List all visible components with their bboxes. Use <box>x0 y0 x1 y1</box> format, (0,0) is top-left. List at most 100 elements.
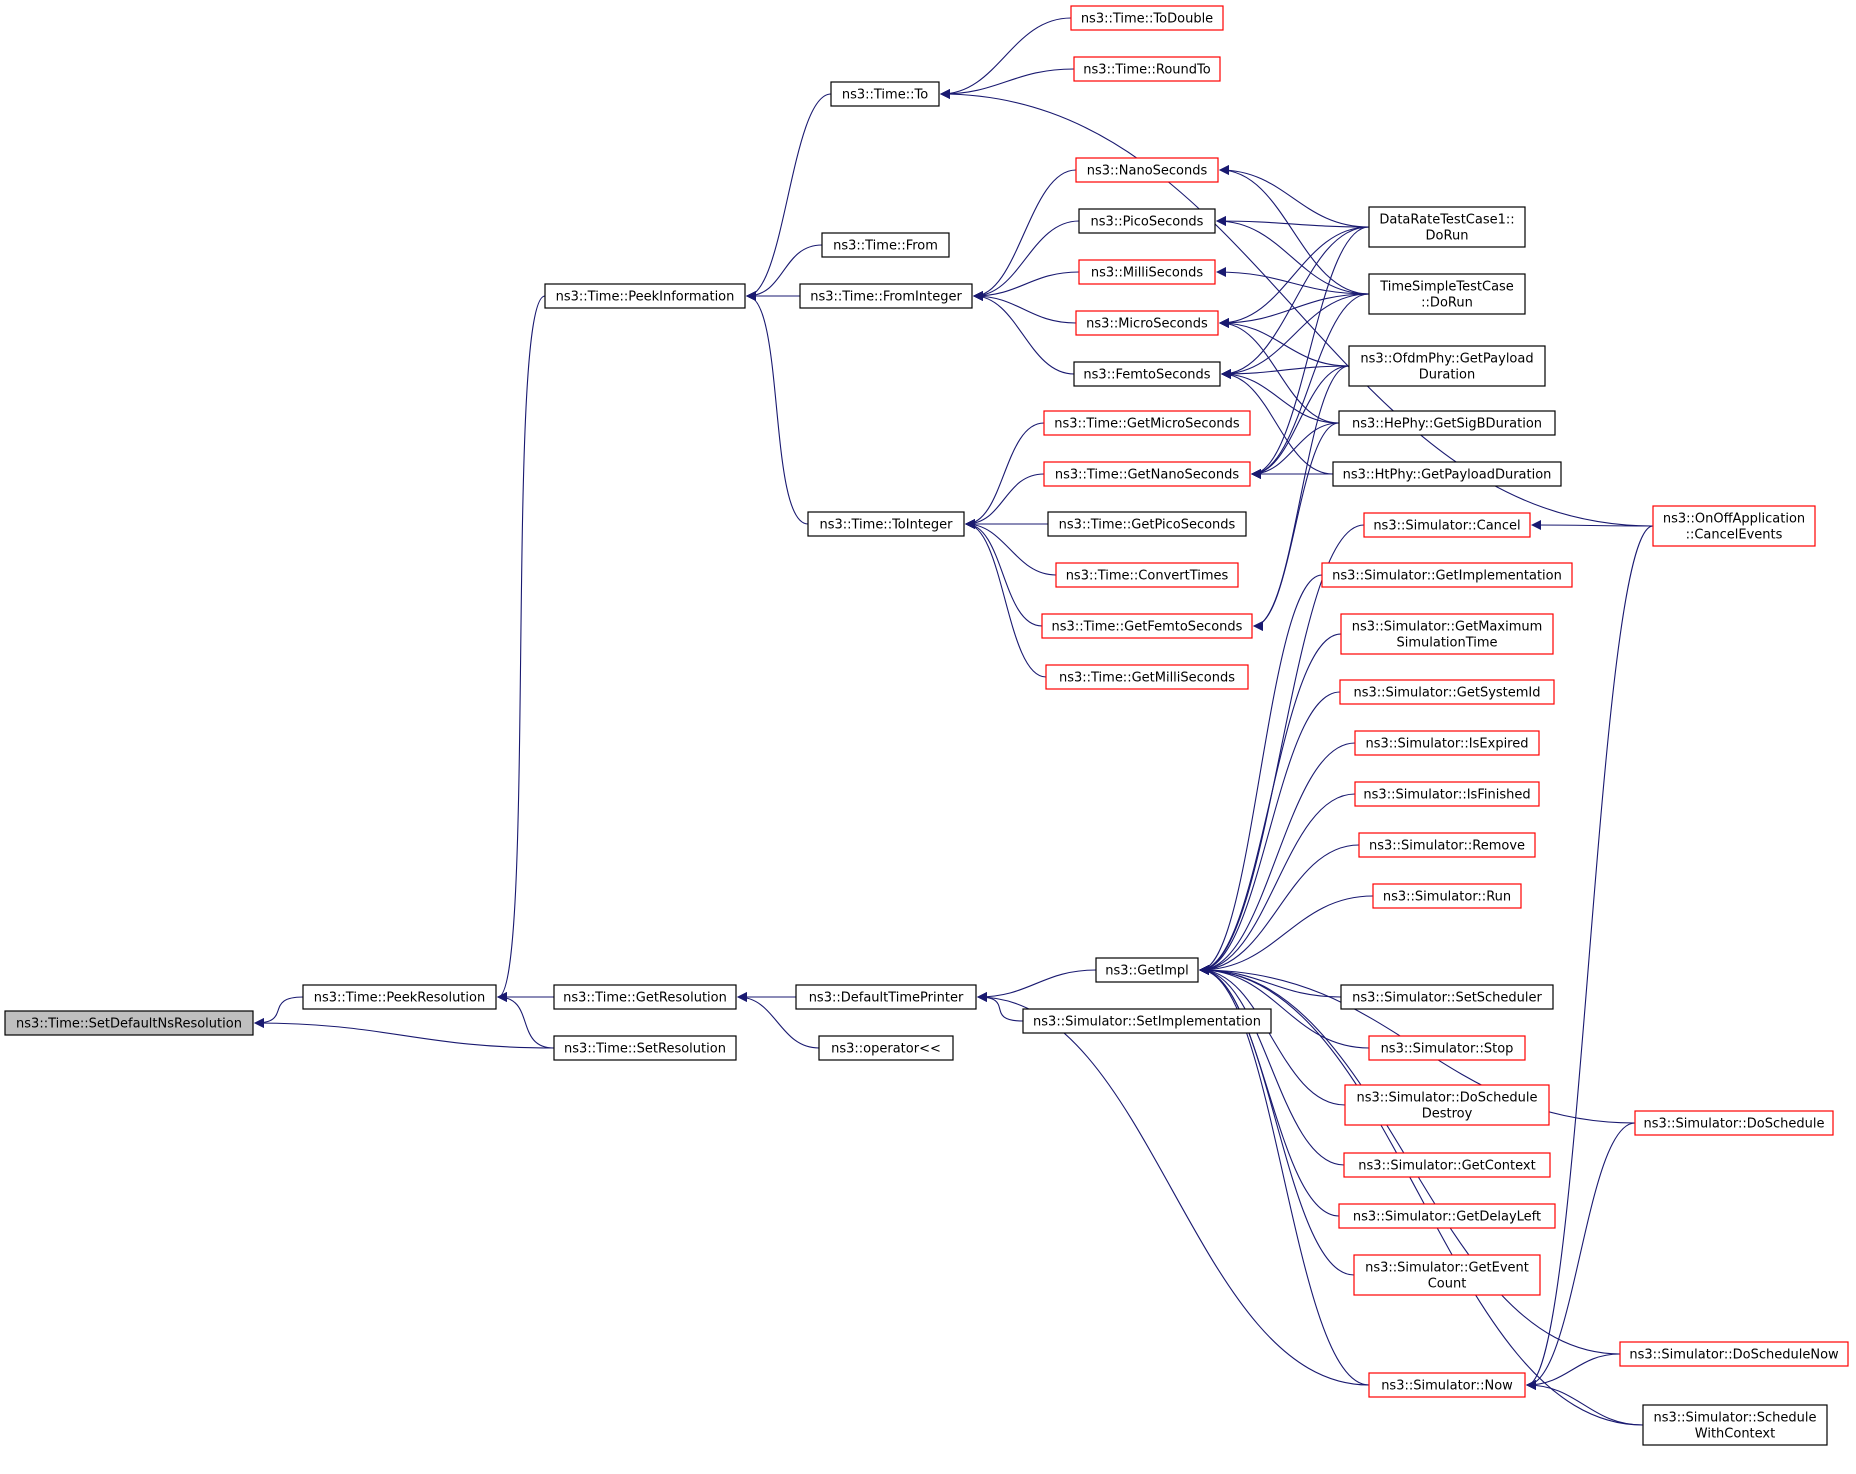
node-label-getimpl: ns3::GetImpl <box>1105 964 1189 979</box>
node-label-getnano: ns3::Time::GetNanoSeconds <box>1055 468 1240 483</box>
edge-now-to-onoff <box>1526 525 1654 1390</box>
node-now[interactable]: ns3::Simulator::Now <box>1368 1372 1526 1398</box>
node-dtp[interactable]: ns3::DefaultTimePrinter <box>795 984 977 1010</box>
node-femtos[interactable]: ns3::FemtoSeconds <box>1073 361 1221 387</box>
node-label-run: ns3::Simulator::Run <box>1383 890 1511 905</box>
node-label-toint: ns3::Time::ToInteger <box>819 518 953 533</box>
node-label-schedctx-line-1: ns3::Simulator::Schedule <box>1653 1411 1816 1426</box>
node-getmicro[interactable]: ns3::Time::GetMicroSeconds <box>1043 410 1251 436</box>
node-getnano[interactable]: ns3::Time::GetNanoSeconds <box>1043 461 1251 487</box>
node-setdefault[interactable]: ns3::Time::SetDefaultNsResolution <box>4 1010 254 1036</box>
node-peekres[interactable]: ns3::Time::PeekResolution <box>302 984 497 1010</box>
edge-to-to-onoff <box>940 89 1654 527</box>
node-getmilli[interactable]: ns3::Time::GetMilliSeconds <box>1045 664 1249 690</box>
node-isfinished[interactable]: ns3::Simulator::IsFinished <box>1354 781 1540 807</box>
node-getdelay[interactable]: ns3::Simulator::GetDelayLeft <box>1338 1203 1556 1229</box>
node-setres[interactable]: ns3::Time::SetResolution <box>553 1035 737 1061</box>
edge-now-to-doschednow <box>1526 1353 1621 1390</box>
node-onoff[interactable]: ns3::OnOffApplication::CancelEvents <box>1652 505 1816 547</box>
node-box-convert <box>1055 562 1239 588</box>
node-label-micros: ns3::MicroSeconds <box>1086 317 1208 332</box>
edge-getres-to-oplt <box>737 992 820 1049</box>
node-box-doschedestroy <box>1344 1084 1550 1126</box>
node-label-getpico: ns3::Time::GetPicoSeconds <box>1059 518 1236 533</box>
node-timesimple[interactable]: TimeSimpleTestCase::DoRun <box>1368 273 1526 315</box>
node-htphy[interactable]: ns3::HtPhy::GetPayloadDuration <box>1332 461 1562 487</box>
node-label-from: ns3::Time::From <box>833 239 938 254</box>
node-micros[interactable]: ns3::MicroSeconds <box>1075 310 1219 336</box>
node-picos[interactable]: ns3::PicoSeconds <box>1078 208 1216 234</box>
node-getpico[interactable]: ns3::Time::GetPicoSeconds <box>1047 511 1247 537</box>
node-label-convert: ns3::Time::ConvertTimes <box>1066 569 1229 584</box>
node-doschednow[interactable]: ns3::Simulator::DoScheduleNow <box>1619 1341 1849 1367</box>
node-roundto[interactable]: ns3::Time::RoundTo <box>1073 56 1221 82</box>
node-label-getmilli: ns3::Time::GetMilliSeconds <box>1059 671 1235 686</box>
node-getimpl[interactable]: ns3::GetImpl <box>1095 957 1199 983</box>
node-todouble[interactable]: ns3::Time::ToDouble <box>1070 5 1224 31</box>
node-cancel[interactable]: ns3::Simulator::Cancel <box>1363 512 1531 538</box>
edge-fromint-to-picos <box>973 220 1080 301</box>
edge-fromint-to-femtos <box>973 291 1075 375</box>
node-remove[interactable]: ns3::Simulator::Remove <box>1358 832 1536 858</box>
node-box-stop <box>1368 1035 1526 1061</box>
node-dosched[interactable]: ns3::Simulator::DoSchedule <box>1634 1110 1834 1136</box>
node-box-dtp <box>795 984 977 1010</box>
node-box-getpico <box>1047 511 1247 537</box>
node-box-datarate <box>1368 206 1526 248</box>
node-hephy[interactable]: ns3::HePhy::GetSigBDuration <box>1338 410 1556 436</box>
node-box-dosched <box>1634 1110 1834 1136</box>
node-label-doschedestroy-line-2: Destroy <box>1422 1107 1473 1122</box>
edge-nanos-to-datarate <box>1219 165 1370 228</box>
edge-peekinfo-to-toint <box>746 291 809 525</box>
edge-setdefault-to-setres <box>254 1018 555 1049</box>
node-run[interactable]: ns3::Simulator::Run <box>1372 883 1522 909</box>
node-getcontext[interactable]: ns3::Simulator::GetContext <box>1343 1152 1551 1178</box>
edge-getnano-to-datarate <box>1251 226 1370 479</box>
node-toint[interactable]: ns3::Time::ToInteger <box>807 511 965 537</box>
node-label-ofdm-line-1: ns3::OfdmPhy::GetPayload <box>1360 352 1533 367</box>
node-isexpired[interactable]: ns3::Simulator::IsExpired <box>1354 730 1540 756</box>
edge-picos-to-datarate <box>1216 216 1370 228</box>
edge-micros-to-hephy <box>1219 318 1340 424</box>
edge-dtp-to-setimpl <box>977 992 1024 1022</box>
node-label-peekinfo: ns3::Time::PeekInformation <box>556 290 735 305</box>
node-box-getres <box>553 984 737 1010</box>
node-box-schedctx <box>1642 1404 1828 1446</box>
node-label-timesimple-line-2: ::DoRun <box>1421 296 1473 311</box>
node-oplt[interactable]: ns3::operator<< <box>818 1035 954 1061</box>
node-box-run <box>1372 883 1522 909</box>
node-label-peekres: ns3::Time::PeekResolution <box>314 991 485 1006</box>
node-label-ofdm-line-2: Duration <box>1419 368 1475 383</box>
node-fromint[interactable]: ns3::Time::FromInteger <box>799 283 973 309</box>
node-to[interactable]: ns3::Time::To <box>830 81 940 107</box>
node-ofdm[interactable]: ns3::OfdmPhy::GetPayloadDuration <box>1348 345 1546 387</box>
node-box-getimplementation <box>1321 562 1573 588</box>
node-setimpl[interactable]: ns3::Simulator::SetImplementation <box>1022 1008 1272 1034</box>
node-millis[interactable]: ns3::MilliSeconds <box>1078 259 1216 285</box>
node-box-setscheduler <box>1340 984 1554 1010</box>
node-getfemto[interactable]: ns3::Time::GetFemtoSeconds <box>1041 613 1253 639</box>
node-from[interactable]: ns3::Time::From <box>821 232 950 258</box>
node-getimplementation[interactable]: ns3::Simulator::GetImplementation <box>1321 562 1573 588</box>
node-nanos[interactable]: ns3::NanoSeconds <box>1075 157 1219 183</box>
node-box-getmaxsim <box>1340 613 1554 655</box>
node-getsysid[interactable]: ns3::Simulator::GetSystemId <box>1339 679 1555 705</box>
node-label-setdefault: ns3::Time::SetDefaultNsResolution <box>16 1017 242 1032</box>
node-label-schedctx-line-2: WithContext <box>1695 1427 1775 1442</box>
node-datarate[interactable]: DataRateTestCase1::DoRun <box>1368 206 1526 248</box>
edge-getnano-to-timesimple <box>1251 293 1370 479</box>
node-convert[interactable]: ns3::Time::ConvertTimes <box>1055 562 1239 588</box>
node-stop[interactable]: ns3::Simulator::Stop <box>1368 1035 1526 1061</box>
node-label-hephy: ns3::HePhy::GetSigBDuration <box>1352 417 1542 432</box>
node-label-oplt: ns3::operator<< <box>831 1042 941 1057</box>
node-peekinfo[interactable]: ns3::Time::PeekInformation <box>544 283 746 309</box>
node-setscheduler[interactable]: ns3::Simulator::SetScheduler <box>1340 984 1554 1010</box>
edge-nanos-to-timesimple <box>1219 165 1370 295</box>
node-box-getfemto <box>1041 613 1253 639</box>
node-getres[interactable]: ns3::Time::GetResolution <box>553 984 737 1010</box>
node-label-getsysid: ns3::Simulator::GetSystemId <box>1353 686 1540 701</box>
